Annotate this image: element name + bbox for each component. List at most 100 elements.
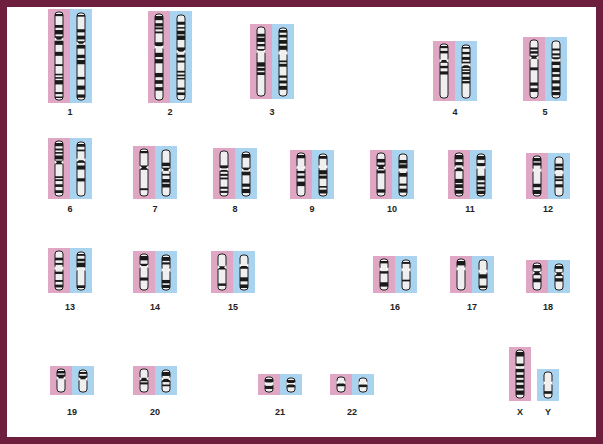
maternal-band: [48, 9, 70, 103]
maternal-band: [133, 251, 155, 293]
paternal-band: [472, 256, 494, 293]
paternal-band: [280, 374, 302, 395]
chromosome-pair: [48, 248, 92, 293]
chromosome: [279, 28, 288, 96]
maternal-band: [133, 366, 155, 395]
chromosome: [544, 372, 553, 398]
chromosome: [55, 251, 64, 290]
maternal-band: [526, 260, 548, 293]
chromosome-pair: [448, 150, 492, 199]
chromosome: [555, 157, 564, 196]
chromosome-pair: [133, 366, 177, 395]
chromosome: [140, 254, 149, 290]
maternal-band: [50, 366, 72, 395]
paternal-band: [155, 146, 177, 199]
paternal-band: [70, 9, 92, 103]
chromosome: [533, 263, 542, 290]
chromosome: [218, 254, 227, 290]
paternal-band: [72, 366, 94, 395]
chromosome-pair: [370, 150, 414, 199]
chromosome: [533, 156, 542, 196]
chromosome-number: Y: [545, 408, 551, 417]
chromosome-number: 15: [228, 303, 238, 312]
chromosome-number: 13: [65, 303, 75, 312]
chromosome: [555, 264, 564, 290]
paternal-band: [537, 369, 559, 401]
chromosome: [477, 154, 486, 196]
chromosome: [530, 40, 539, 98]
chromosome-pair: [526, 260, 570, 293]
chromosome: [242, 152, 251, 196]
chromosome: [552, 41, 561, 98]
chromosome-number: 6: [67, 205, 72, 214]
chromosome-number: 4: [452, 108, 457, 117]
chromosome: [77, 142, 86, 196]
chromosome-number: X: [517, 408, 523, 417]
chromosome: [162, 370, 171, 392]
chromosome-number: 10: [387, 205, 397, 214]
chromosome: [287, 378, 296, 392]
maternal-band: [258, 374, 280, 395]
chromosome: [455, 153, 464, 196]
maternal-band: [370, 150, 392, 199]
chromosome-number: 9: [309, 205, 314, 214]
chromosome-number: 21: [275, 408, 285, 417]
chromosome-number: 3: [269, 108, 274, 117]
chromosome: [220, 151, 229, 196]
paternal-band: [233, 251, 255, 293]
chromosome-pair: [523, 37, 567, 101]
chromosome: [359, 378, 368, 392]
chromosome-number: 19: [67, 408, 77, 417]
paternal-band: [70, 248, 92, 293]
chromosome: [402, 260, 411, 290]
maternal-band: [290, 150, 312, 199]
paternal-band: [235, 148, 257, 199]
chromosome-pair: [290, 150, 334, 199]
chromosome-number: 2: [167, 108, 172, 117]
chromosome: [265, 377, 274, 392]
chromosome: [77, 13, 86, 100]
chromosome: [462, 45, 471, 98]
chromosome-pair: [213, 148, 257, 199]
maternal-band: [213, 148, 235, 199]
chromosome: [162, 150, 171, 196]
chromosome: [155, 14, 164, 100]
chromosome-number: 7: [152, 205, 157, 214]
paternal-band: [548, 153, 570, 199]
chromosome-pair: [48, 138, 92, 199]
maternal-band: [450, 256, 472, 293]
maternal-band: [330, 374, 352, 395]
chromosome: [240, 255, 249, 290]
maternal-band: [48, 248, 70, 293]
chromosome: [79, 370, 88, 392]
chromosome-number: 8: [232, 205, 237, 214]
chromosome: [140, 369, 149, 392]
chromosome-pair: [148, 11, 192, 103]
chromosome-pair: [133, 251, 177, 293]
chromosome-pair: [250, 24, 294, 99]
chromosome: [257, 27, 266, 96]
chromosome-number: 14: [150, 303, 160, 312]
maternal-band: [526, 153, 548, 199]
chromosome: [177, 15, 186, 100]
paternal-band: [312, 150, 334, 199]
chromosome: [399, 154, 408, 196]
chromosome: [337, 377, 346, 392]
frame: [4, 4, 600, 441]
chromosome-pair: [211, 251, 255, 293]
chromosome: [516, 350, 525, 398]
maternal-band: [148, 11, 170, 103]
chromosome-pair: [133, 146, 177, 199]
chromosome-pair: [537, 369, 559, 401]
paternal-band: [545, 37, 567, 101]
paternal-band: [395, 256, 417, 293]
paternal-band: [470, 150, 492, 199]
chromosome-pair: [373, 256, 417, 293]
paternal-band: [455, 41, 477, 101]
chromosome-pair: [48, 9, 92, 103]
chromosome: [162, 255, 171, 290]
chromosome: [297, 153, 306, 196]
chromosome: [55, 141, 64, 196]
maternal-band: [133, 146, 155, 199]
